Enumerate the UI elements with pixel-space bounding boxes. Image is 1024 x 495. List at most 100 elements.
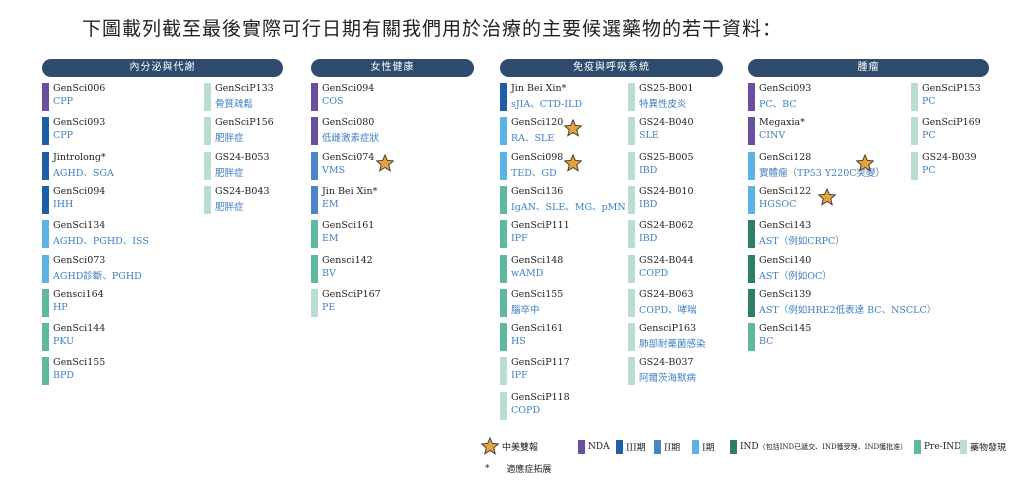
legend-phase2: II期	[654, 440, 680, 454]
candidate-name: GenSci139	[759, 288, 812, 300]
candidate-indication: PC	[922, 96, 936, 107]
legend-ind: IND（包括IND已遞交、IND獲受理、IND獲批准）	[730, 440, 907, 454]
legend-phase1: I期	[692, 440, 715, 454]
candidate-indication: 肥胖症	[215, 167, 244, 179]
candidate-indication: sJIA、CTD-ILD	[511, 99, 583, 110]
legend-asterisk: *	[485, 463, 490, 474]
candidate-indication: AST（例如HRE2低表達 BC、NSCLC）	[759, 304, 937, 316]
candidate-name: GS24-B044	[639, 254, 694, 266]
candidate-indication: IBD	[639, 164, 658, 176]
candidate-indication: HP	[53, 301, 68, 313]
candidate-name: Gensci164	[53, 288, 104, 300]
stage-bar	[500, 357, 507, 386]
candidate-indication: AST（例如OC）	[759, 270, 832, 282]
candidate-name: GenSciP167	[322, 288, 381, 300]
candidate-indication: 特異性皮炎	[639, 99, 687, 110]
candidate-indication: COS	[322, 96, 344, 107]
stage-bar	[204, 151, 211, 180]
candidate-name: GenSci093	[53, 117, 106, 129]
stage-bar	[628, 220, 635, 249]
candidate-name: GS24-B040	[639, 117, 694, 129]
legend-ind-swatch	[730, 440, 737, 454]
candidate-indication: IHH	[53, 198, 74, 210]
candidate-indication: RA、SLE	[511, 133, 555, 145]
candidate-name: GenSci161	[511, 323, 564, 335]
candidate-name: GenSci144	[53, 323, 106, 335]
candidate-name: GenSci122	[759, 185, 812, 197]
candidate-name: GenSci140	[759, 254, 812, 266]
stage-bar	[628, 254, 635, 283]
us-china-dual-filing-star-icon	[564, 119, 582, 137]
stage-bar	[748, 323, 755, 352]
legend-discovery-swatch	[960, 440, 967, 454]
stage-bar	[42, 117, 49, 146]
stage-bar	[748, 83, 755, 111]
candidate-name: GenSci094	[53, 185, 106, 197]
candidate-indication: 肥胖症	[215, 201, 244, 213]
candidate-name: GS24-B062	[639, 220, 694, 232]
us-china-dual-filing-star-icon	[856, 153, 874, 172]
candidate-indication: IPF	[511, 370, 528, 382]
legend-pre-ind-swatch	[914, 440, 921, 454]
candidate-indication: EM	[322, 233, 339, 245]
candidate-indication: SLE	[639, 130, 659, 142]
legend-expand-label: 適應症拓展	[506, 465, 552, 475]
candidate-indication: AGHD診斷、PGHD	[53, 270, 142, 282]
candidate-name: GenSci128	[759, 151, 812, 163]
candidate-name: GenSciP153	[922, 83, 981, 94]
legend-phase3-swatch	[616, 440, 623, 454]
stage-bar	[42, 323, 49, 352]
candidate-indication: COPD	[639, 267, 669, 279]
candidate-indication: wAMD	[511, 267, 544, 279]
stage-bar	[500, 323, 507, 352]
legend-nda: NDA	[578, 440, 610, 454]
candidate-indication: COPD	[511, 404, 541, 416]
candidate-name: Gensci142	[322, 254, 373, 266]
candidate-name: GenSci136	[511, 185, 564, 197]
candidate-indication: CINV	[759, 130, 786, 142]
candidate-name: GenSci080	[322, 117, 375, 129]
stage-bar	[500, 391, 507, 420]
stage-bar	[204, 83, 211, 111]
oncology-candidate: Megaxia*CINV	[748, 117, 908, 146]
candidate-indication: AGHD、PGHD、ISS	[53, 236, 149, 248]
legend-nda-swatch	[578, 440, 585, 454]
candidate-name: GenSci074	[322, 151, 375, 163]
candidate-name: GS24-B010	[639, 185, 694, 197]
legend-discovery-label: 藥物發現	[970, 443, 1007, 454]
stage-bar	[42, 357, 49, 386]
candidate-indication: BPD	[53, 370, 74, 382]
stage-bar	[911, 117, 918, 146]
candidate-indication: HGSOC	[759, 198, 797, 210]
stage-bar	[748, 117, 755, 146]
candidate-indication: 低雌激素症狀	[322, 133, 380, 145]
stage-bar	[500, 254, 507, 283]
legend-star-label: 中美雙報	[502, 443, 539, 453]
candidate-name: GenSci148	[511, 254, 564, 266]
legend-phase2-swatch	[654, 440, 661, 454]
legend-phase2-label: II期	[664, 443, 681, 454]
stage-bar	[500, 288, 507, 317]
candidate-name: GenSci006	[53, 83, 106, 94]
candidate-name: GenSci098	[511, 151, 564, 163]
candidate-indication: IgAN、SLE、MG、pMN	[511, 201, 626, 213]
